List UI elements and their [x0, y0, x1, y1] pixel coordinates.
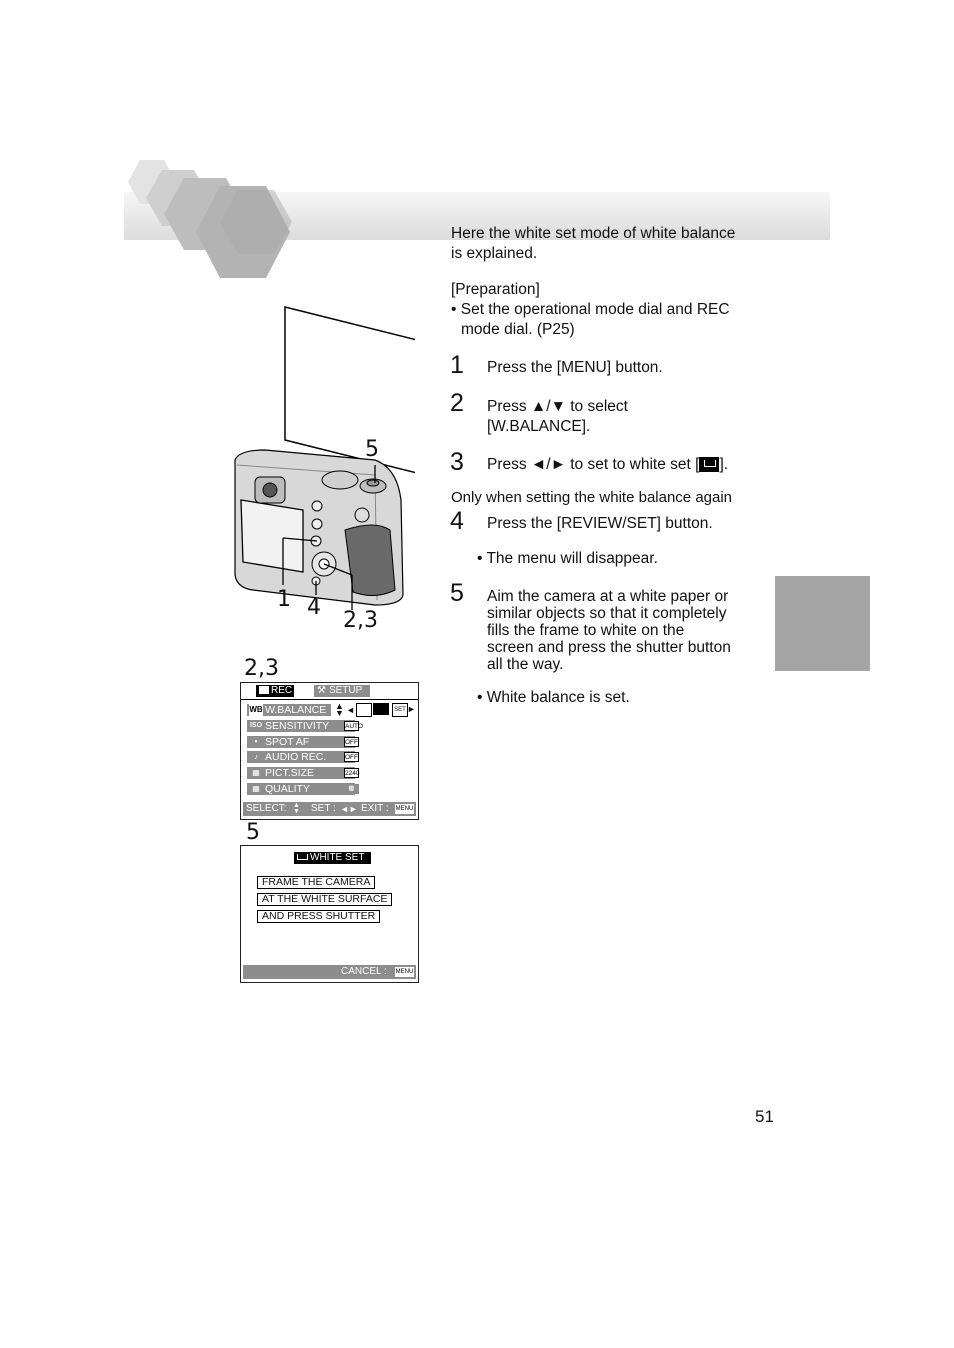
hexagon-decoration — [128, 160, 292, 278]
step-3-number: 3 — [450, 448, 464, 476]
step-5-line-2: similar objects so that it completely — [487, 605, 727, 622]
intro-line-1: Here the white set mode of white balance — [451, 225, 736, 242]
only-when-note: Only when setting the white balance agai… — [451, 489, 733, 506]
pict-size-icon: ▦ — [252, 768, 260, 777]
step-4-number: 4 — [450, 507, 464, 535]
left-arrow-icon: ◄ — [346, 705, 355, 715]
page-number: 51 — [755, 1107, 774, 1126]
menu-row-pict-size[interactable]: ▦ PICT.SIZE 2240 — [247, 767, 359, 779]
menu-footer: SELECT: ▲▼ SET : ◄► EXIT : MENU — [243, 802, 416, 816]
step-3-text-after: ]. — [719, 456, 729, 473]
footer-select-label: SELECT: — [246, 803, 287, 814]
spot-af-value: OFF — [344, 737, 359, 747]
step-1-number: 1 — [450, 351, 464, 379]
instruction-line-2: AT THE WHITE SURFACE — [257, 893, 393, 906]
instruction-line-3: AND PRESS SHUTTER — [257, 910, 381, 923]
menu-row-audio-rec[interactable]: ♪ AUDIO REC. OFF — [247, 751, 359, 763]
white-paper-shape — [284, 306, 415, 474]
step-5-text: Aim the camera at a white paper or simil… — [487, 588, 731, 673]
white-set-footer: CANCEL : MENU — [243, 965, 416, 979]
menu-row-sensitivity[interactable]: ISO SENSITIVITY AUTO — [247, 720, 363, 732]
menu-row-spot-af-label: SPOT AF — [265, 736, 310, 748]
menu-row-audio-rec-label: AUDIO REC. — [265, 751, 327, 763]
wb-whiteset-icon — [373, 703, 389, 715]
intro-text: Here the white set mode of white balance… — [451, 224, 735, 264]
step-1-text: Press the [MENU] button. — [487, 359, 663, 376]
cancel-label: CANCEL : — [341, 966, 387, 977]
quality-value: ▦ — [344, 784, 359, 794]
tab-rec[interactable]: REC — [256, 685, 294, 697]
wb-icon: WB — [249, 704, 263, 716]
white-set-screen: WHITE SET FRAME THE CAMERA AT THE WHITE … — [240, 845, 419, 983]
instruction-line-1: FRAME THE CAMERA — [257, 876, 376, 889]
menu-row-quality-label: QUALITY — [265, 783, 310, 795]
tab-setup[interactable]: ⚒SETUP — [314, 685, 370, 697]
white-set-icon — [297, 854, 308, 860]
callout-2-3: 2,3 — [343, 608, 378, 633]
preparation-heading: [Preparation] — [451, 281, 540, 298]
step-4-note: • The menu will disappear. — [477, 550, 658, 567]
step-5-line-3: fills the frame to white on the — [487, 622, 685, 639]
wrench-icon: ⚒ — [317, 685, 326, 696]
menu-row-sensitivity-label: SENSITIVITY — [265, 720, 330, 732]
preparation-line-2: mode dial. (P25) — [461, 321, 575, 338]
step-2-number: 2 — [450, 389, 464, 417]
footer-up-down-icon: ▲▼ — [293, 802, 300, 815]
callout-1: 1 — [277, 587, 291, 612]
intro-line-2: is explained. — [451, 245, 538, 262]
tab-setup-label: SETUP — [328, 685, 363, 696]
step-5-note: • White balance is set. — [477, 689, 630, 706]
camera-illustration — [234, 306, 415, 610]
menu-screen: REC ⚒SETUP WB W.BALANCE ▲▼ ◄ SET ► ISO S… — [240, 682, 419, 820]
menu-key-icon: MENU — [395, 804, 414, 814]
white-set-title: WHITE SET — [294, 852, 371, 864]
wb-set-icon: SET — [392, 703, 408, 717]
sensitivity-value: AUTO — [344, 721, 363, 731]
menu-row-spot-af[interactable]: • SPOT AF OFF — [247, 736, 359, 748]
menu-key-icon: MENU — [395, 967, 414, 977]
up-down-arrows-icon: ▲▼ — [335, 701, 344, 718]
right-arrow-icon: ► — [407, 704, 416, 714]
step-2-line-1: Press ▲/▼ to select — [487, 398, 628, 415]
menu-row-pict-size-label: PICT.SIZE — [265, 767, 315, 779]
microphone-icon: ♪ — [254, 752, 258, 761]
white-set-screen-label: 5 — [246, 820, 260, 845]
step-2-text: Press ▲/▼ to select [W.BALANCE]. — [487, 398, 628, 435]
tab-rec-label: REC — [271, 685, 293, 696]
pict-size-value: 2240 — [344, 768, 360, 778]
step-5-line-1: Aim the camera at a white paper or — [487, 588, 729, 605]
spot-af-icon: • — [254, 737, 258, 746]
white-set-title-label: WHITE SET — [310, 852, 365, 863]
quality-icon: ▦ — [252, 784, 260, 793]
step-5-line-4: screen and press the shutter button — [487, 639, 731, 656]
footer-exit-label: EXIT : — [361, 803, 389, 814]
chapter-side-tab — [775, 576, 870, 671]
step-3-text-before: Press ◄/► to set to white set [ — [487, 456, 700, 473]
white-set-icon — [699, 457, 720, 472]
wb-flash-icon — [356, 703, 372, 717]
callout-4: 4 — [307, 595, 321, 620]
menu-row-wbalance-label: W.BALANCE — [265, 704, 327, 716]
step-4-text: Press the [REVIEW/SET] button. — [487, 515, 713, 532]
audio-rec-value: OFF — [344, 752, 359, 762]
step-5-line-5: all the way. — [487, 656, 564, 673]
step-5-number: 5 — [450, 579, 464, 607]
step-3-text: Press ◄/► to set to white set []. — [487, 456, 728, 473]
footer-set-label: SET : — [311, 803, 336, 814]
menu-row-quality[interactable]: ▦ QUALITY ▦ — [247, 783, 359, 795]
menu-row-wbalance[interactable]: WB W.BALANCE — [247, 704, 331, 716]
menu-screen-label: 2,3 — [244, 656, 279, 681]
callout-5: 5 — [365, 437, 379, 462]
tab-divider — [241, 699, 418, 700]
footer-left-right-icon: ◄► — [340, 804, 358, 814]
step-2-line-2: [W.BALANCE]. — [487, 418, 591, 435]
preparation-block: [Preparation] • Set the operational mode… — [451, 280, 730, 340]
camera-icon — [259, 686, 269, 694]
preparation-line-1: • Set the operational mode dial and REC — [451, 301, 730, 318]
iso-icon: ISO — [249, 722, 263, 729]
